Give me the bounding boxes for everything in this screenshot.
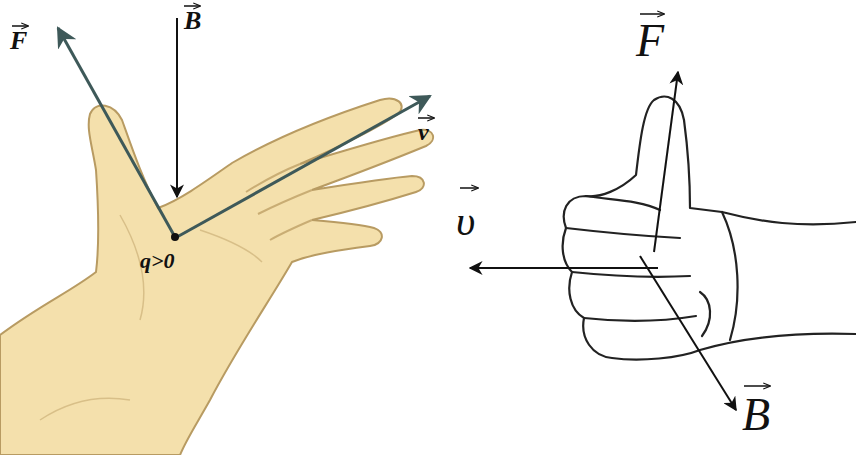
fist-hand — [563, 97, 856, 360]
velocity-label: υ — [456, 200, 475, 242]
velocity-label: v — [418, 120, 429, 144]
charge-dot — [171, 233, 179, 241]
charge-label: q>0 — [140, 250, 175, 272]
force-vector — [58, 28, 175, 237]
field-label: B — [184, 8, 201, 34]
field-vector — [176, 18, 178, 197]
open-hand — [0, 99, 433, 455]
velocity-vector — [470, 267, 658, 269]
field-vector — [640, 256, 736, 410]
field-label: B — [742, 392, 770, 438]
force-label: F — [636, 18, 664, 64]
velocity-vector — [177, 96, 430, 237]
force-vector — [654, 72, 678, 252]
force-label: F — [10, 28, 27, 54]
